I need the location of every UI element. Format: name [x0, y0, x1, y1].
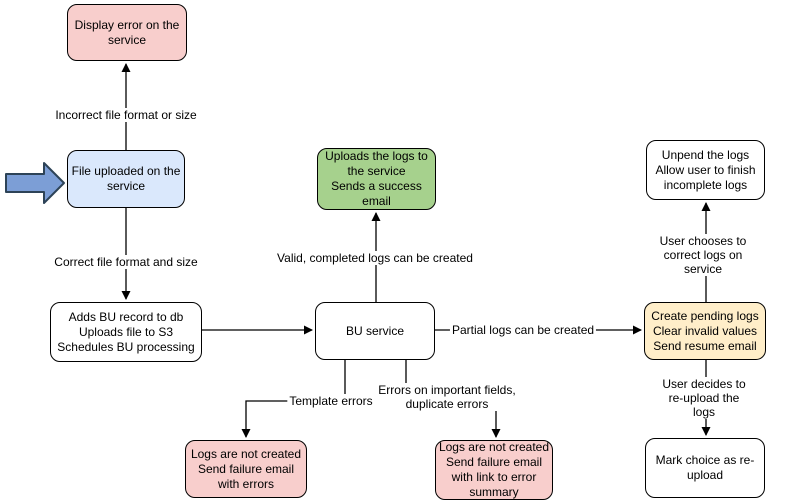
- edge-label-choose-correct: User chooses to correct logs on service: [654, 234, 752, 276]
- node-bu-service[interactable]: BU service: [315, 302, 435, 360]
- node-uploads-logs-success[interactable]: Uploads the logs to the service Sends a …: [317, 148, 436, 210]
- edge-label-important-fields: Errors on important fields, duplicate er…: [376, 383, 518, 411]
- node-display-error[interactable]: Display error on the service: [67, 4, 187, 61]
- node-mark-choice-reupload[interactable]: Mark choice as re- upload: [645, 438, 765, 498]
- node-fail-email-summary[interactable]: Logs are not created Send failure email …: [435, 440, 553, 500]
- edge-label-partial-logs: Partial logs can be created: [449, 323, 597, 337]
- entry-pointer-arrow-icon: [5, 162, 65, 204]
- edge-label-incorrect-format: Incorrect file format or size: [53, 108, 199, 122]
- edge-label-valid-logs: Valid, completed logs can be created: [275, 251, 475, 265]
- edge-label-reupload: User decides to re-upload the logs: [655, 377, 753, 419]
- node-create-pending-logs[interactable]: Create pending logs Clear invalid values…: [644, 302, 766, 360]
- node-unpend-logs[interactable]: Unpend the logs Allow user to finish inc…: [646, 140, 765, 200]
- edge-label-correct-format: Correct file format and size: [52, 255, 200, 269]
- edge-label-template-errors: Template errors: [287, 394, 375, 408]
- node-adds-bu-record[interactable]: Adds BU record to db Uploads file to S3 …: [50, 302, 202, 362]
- node-fail-email-errors[interactable]: Logs are not created Send failure email …: [185, 440, 307, 498]
- node-file-uploaded[interactable]: File uploaded on the service: [67, 150, 185, 208]
